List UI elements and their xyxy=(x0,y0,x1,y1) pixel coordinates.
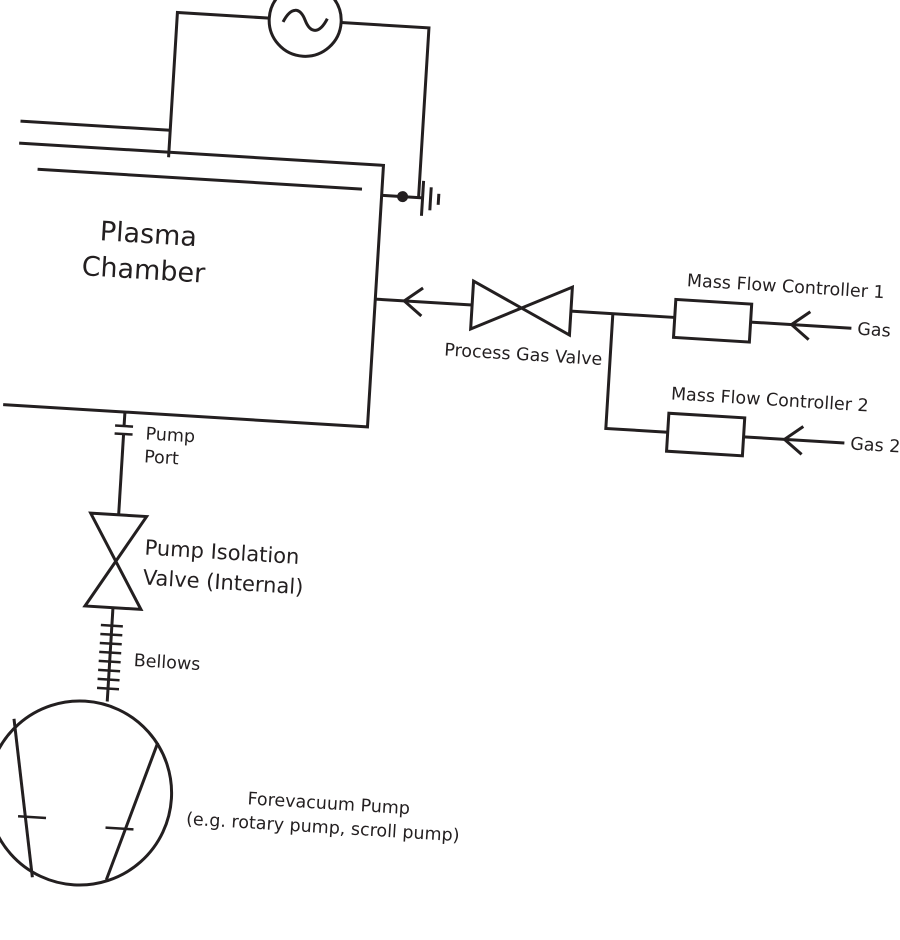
bellows xyxy=(96,607,123,702)
rf-lead-left xyxy=(167,10,270,158)
gas-inlet-line xyxy=(375,297,473,307)
chamber-label-line2: Chamber xyxy=(81,251,207,290)
mfc1-label: Mass Flow Controller 1 xyxy=(686,271,885,303)
forevacuum-label-line2: (e.g. rotary pump, scroll pump) xyxy=(186,810,461,847)
mfc2-label: Mass Flow Controller 2 xyxy=(670,384,869,416)
isolation-valve-label-line2: Valve (Internal) xyxy=(142,565,304,599)
gas2-supply-line xyxy=(743,435,845,445)
forevacuum-pump xyxy=(0,699,174,887)
rf-lead-right xyxy=(341,21,431,198)
electrode-plate xyxy=(37,167,363,191)
pump-isolation-valve xyxy=(82,511,150,612)
plasma-chamber xyxy=(3,141,386,429)
chamber-label-line1: Plasma xyxy=(99,216,198,253)
gas1-label: Gas xyxy=(857,320,892,342)
process-gas-valve xyxy=(469,278,575,338)
mass-flow-controller-2 xyxy=(664,411,747,458)
gas2-arrow-icon xyxy=(782,425,805,456)
rf-source-circle xyxy=(267,0,343,58)
ac-wave-icon xyxy=(281,8,329,32)
gas2-label: Gas 2 xyxy=(850,434,900,457)
gas1-supply-line xyxy=(750,320,852,330)
gas-branch-line xyxy=(604,313,668,434)
top-electrode-lead xyxy=(20,119,171,132)
gas1-arrow-icon xyxy=(789,310,812,341)
rf-generator xyxy=(267,0,343,58)
pump-port xyxy=(114,411,134,515)
process-gas-valve-label: Process Gas Valve xyxy=(444,340,603,370)
gas-manifold-line xyxy=(570,309,675,319)
mass-flow-controller-1 xyxy=(671,297,754,344)
ground-icon xyxy=(382,180,441,216)
pump-port-label-line1: Pump xyxy=(145,424,196,447)
pump-port-label-line2: Port xyxy=(144,447,180,469)
flow-arrow-icon xyxy=(401,286,424,318)
isolation-valve-label-line1: Pump Isolation xyxy=(144,536,300,569)
bellows-label: Bellows xyxy=(133,651,201,675)
